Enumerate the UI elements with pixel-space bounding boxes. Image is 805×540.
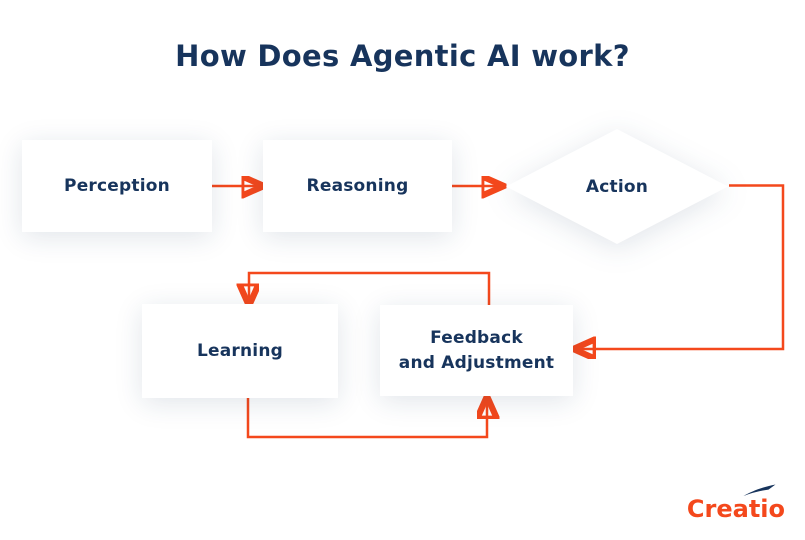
- arrow-feedback-to-learning: [249, 271, 491, 305]
- creatio-logo: Creatio: [680, 483, 785, 523]
- node-feedback: Feedback and Adjustment: [380, 305, 573, 396]
- node-action-label: Action: [585, 176, 649, 197]
- diamond-shape: [506, 129, 728, 244]
- node-reasoning-label: Reasoning: [306, 175, 409, 196]
- node-learning-label: Learning: [196, 340, 284, 361]
- creatio-wordmark: Creatio: [686, 495, 785, 523]
- node-learning: Learning: [142, 304, 338, 398]
- arrow-learning-to-feedback: [246, 398, 487, 439]
- node-feedback-label-line2: and Adjustment: [398, 352, 555, 373]
- bird-swoosh-icon: [743, 484, 776, 496]
- page-title: How Does Agentic AI work?: [175, 39, 630, 73]
- node-action: Action: [505, 128, 729, 245]
- node-perception-label: Perception: [64, 175, 170, 196]
- node-feedback-label-line1: Feedback: [430, 327, 523, 348]
- node-perception: Perception: [22, 140, 212, 232]
- node-feedback-label: Feedback and Adjustment: [399, 326, 554, 375]
- node-reasoning: Reasoning: [263, 140, 452, 232]
